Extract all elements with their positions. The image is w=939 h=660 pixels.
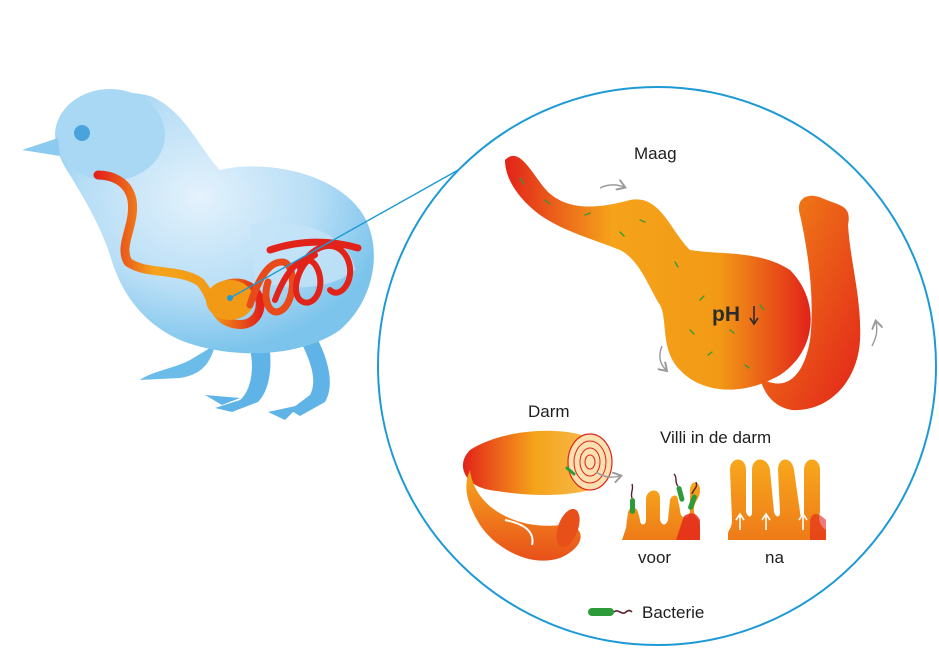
arrow-icon: [660, 345, 666, 370]
label-stomach: Maag: [634, 144, 677, 163]
label-after: na: [765, 548, 784, 567]
arrow-icon: [595, 472, 620, 477]
chick-illustration: [22, 89, 374, 420]
label-before: voor: [638, 548, 672, 567]
intestine-illustration: [462, 430, 613, 561]
villi-before-illustration: [622, 473, 700, 540]
bacteria-icon: [588, 608, 633, 616]
arrow-icon: [872, 322, 877, 347]
connector-point: [227, 295, 233, 301]
connector-line-top: [229, 150, 493, 299]
label-ph: pH: [712, 303, 740, 326]
ph-down-arrow-icon: [749, 306, 759, 326]
arrow-icon: [599, 185, 624, 188]
villi-after-illustration: [728, 459, 826, 540]
label-intestine: Darm: [528, 402, 570, 421]
legend-bacteria-label: Bacterie: [642, 603, 705, 622]
stomach-illustration: [505, 155, 861, 411]
label-villi-title: Villi in de darm: [660, 428, 772, 447]
